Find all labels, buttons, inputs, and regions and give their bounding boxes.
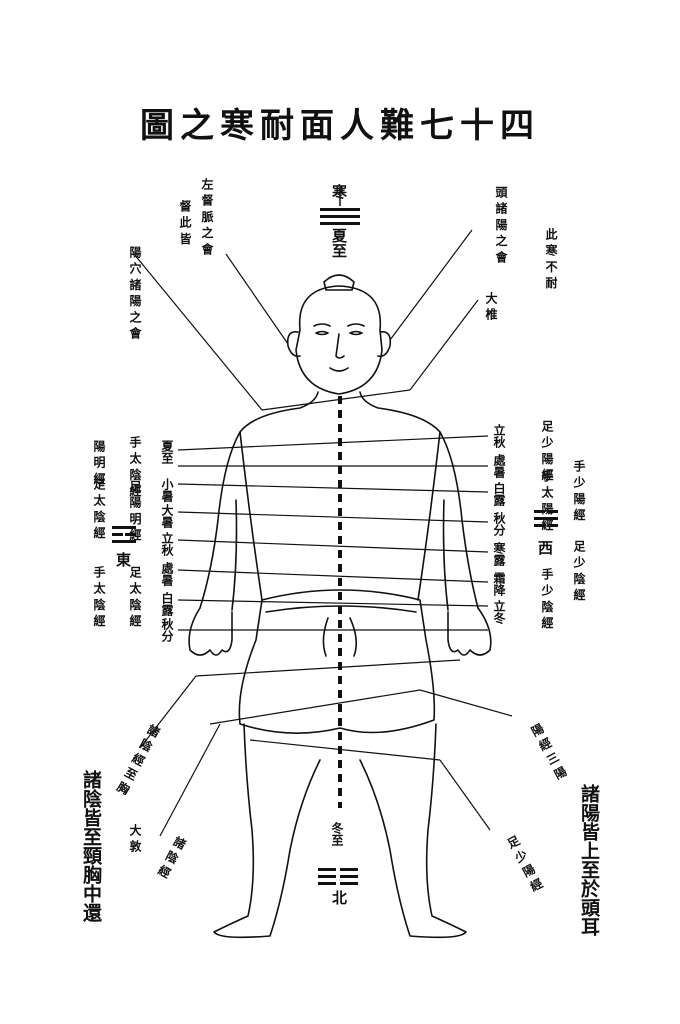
right-ear bbox=[377, 330, 392, 358]
left-ear bbox=[286, 330, 301, 358]
leader-lines bbox=[133, 229, 513, 837]
upper-left-label-a: 左 督 脈 之 會 bbox=[200, 178, 214, 255]
left-lower-a: 足 太 陰 經 bbox=[128, 566, 142, 627]
trigram-right bbox=[534, 510, 558, 531]
winter-solstice-label: 冬至 bbox=[330, 822, 344, 846]
left-outer-d: 足 太 陰 經 bbox=[92, 478, 106, 539]
trigram-bottom bbox=[318, 868, 358, 889]
left-month-6: 白露 bbox=[160, 592, 174, 616]
bottom-right-long: 諸陽皆上至於頭耳 bbox=[578, 784, 600, 936]
right-month-1: 立秋 bbox=[492, 424, 506, 448]
right-outer-c: 手 太 陽 經 bbox=[540, 470, 554, 531]
left-outer-c: 足 陽 明 經 bbox=[128, 480, 142, 541]
right-hand bbox=[447, 607, 492, 656]
trigram-top bbox=[320, 208, 360, 229]
upper-left-label-b: 督 此 皆 bbox=[178, 200, 192, 245]
trigram-left bbox=[112, 526, 136, 547]
left-month-2: 小暑 bbox=[160, 478, 174, 502]
bottom-left-long: 諸陰皆至頸胸中還 bbox=[80, 770, 102, 922]
right-leg bbox=[359, 723, 467, 939]
right-outer-b: 手 少 陽 經 bbox=[572, 460, 586, 521]
left-month-1: 夏至 bbox=[160, 440, 174, 464]
east-label: 東 bbox=[114, 552, 132, 567]
upper-right-label-b: 此 寒 不 耐 bbox=[544, 228, 558, 289]
left-month-3: 大暑 bbox=[160, 504, 174, 528]
right-month-2: 處暑 bbox=[492, 454, 506, 478]
west-label: 西 bbox=[536, 540, 554, 555]
right-outer-a: 足 少 陽 經 bbox=[540, 420, 554, 481]
north-label: 北 bbox=[330, 890, 348, 905]
right-outer-e: 手 少 陰 經 bbox=[540, 568, 554, 629]
month-lines bbox=[177, 435, 489, 631]
summer-solstice-label: 夏至 bbox=[330, 228, 348, 258]
right-outer-d: 足 少 陰 經 bbox=[572, 540, 586, 601]
bottom-left-small: 大 敦 bbox=[128, 824, 142, 853]
left-shoulder-arm bbox=[199, 391, 319, 609]
left-month-5: 處暑 bbox=[160, 562, 174, 586]
shoulder-right-label: 大 椎 bbox=[484, 292, 498, 321]
left-outer-a: 手 太 陰 經 bbox=[128, 436, 142, 497]
right-month-6: 霜降 bbox=[492, 572, 506, 596]
left-outer-label: 陽 穴 諸 陽 之 會 bbox=[128, 246, 142, 339]
head bbox=[295, 285, 383, 395]
left-outer-b: 陽 明 經 bbox=[92, 440, 106, 485]
crown-label: 寒 bbox=[330, 184, 348, 199]
right-shoulder-arm bbox=[359, 391, 479, 609]
page-title: 圖之寒耐面人難七十四 bbox=[140, 106, 540, 146]
left-month-4: 立秋 bbox=[160, 532, 174, 556]
left-lower-b: 手 太 陰 經 bbox=[92, 566, 106, 627]
upper-right-label-a: 頭 諸 陽 之 會 bbox=[494, 186, 508, 263]
right-month-5: 寒露 bbox=[492, 542, 506, 566]
loincloth bbox=[238, 589, 436, 734]
topknot bbox=[323, 274, 355, 291]
left-leg bbox=[213, 723, 321, 939]
left-month-7: 秋分 bbox=[160, 618, 174, 642]
right-month-3: 白露 bbox=[492, 482, 506, 506]
right-month-7: 立冬 bbox=[492, 600, 506, 624]
left-hand bbox=[188, 607, 233, 656]
right-month-4: 秋分 bbox=[492, 512, 506, 536]
